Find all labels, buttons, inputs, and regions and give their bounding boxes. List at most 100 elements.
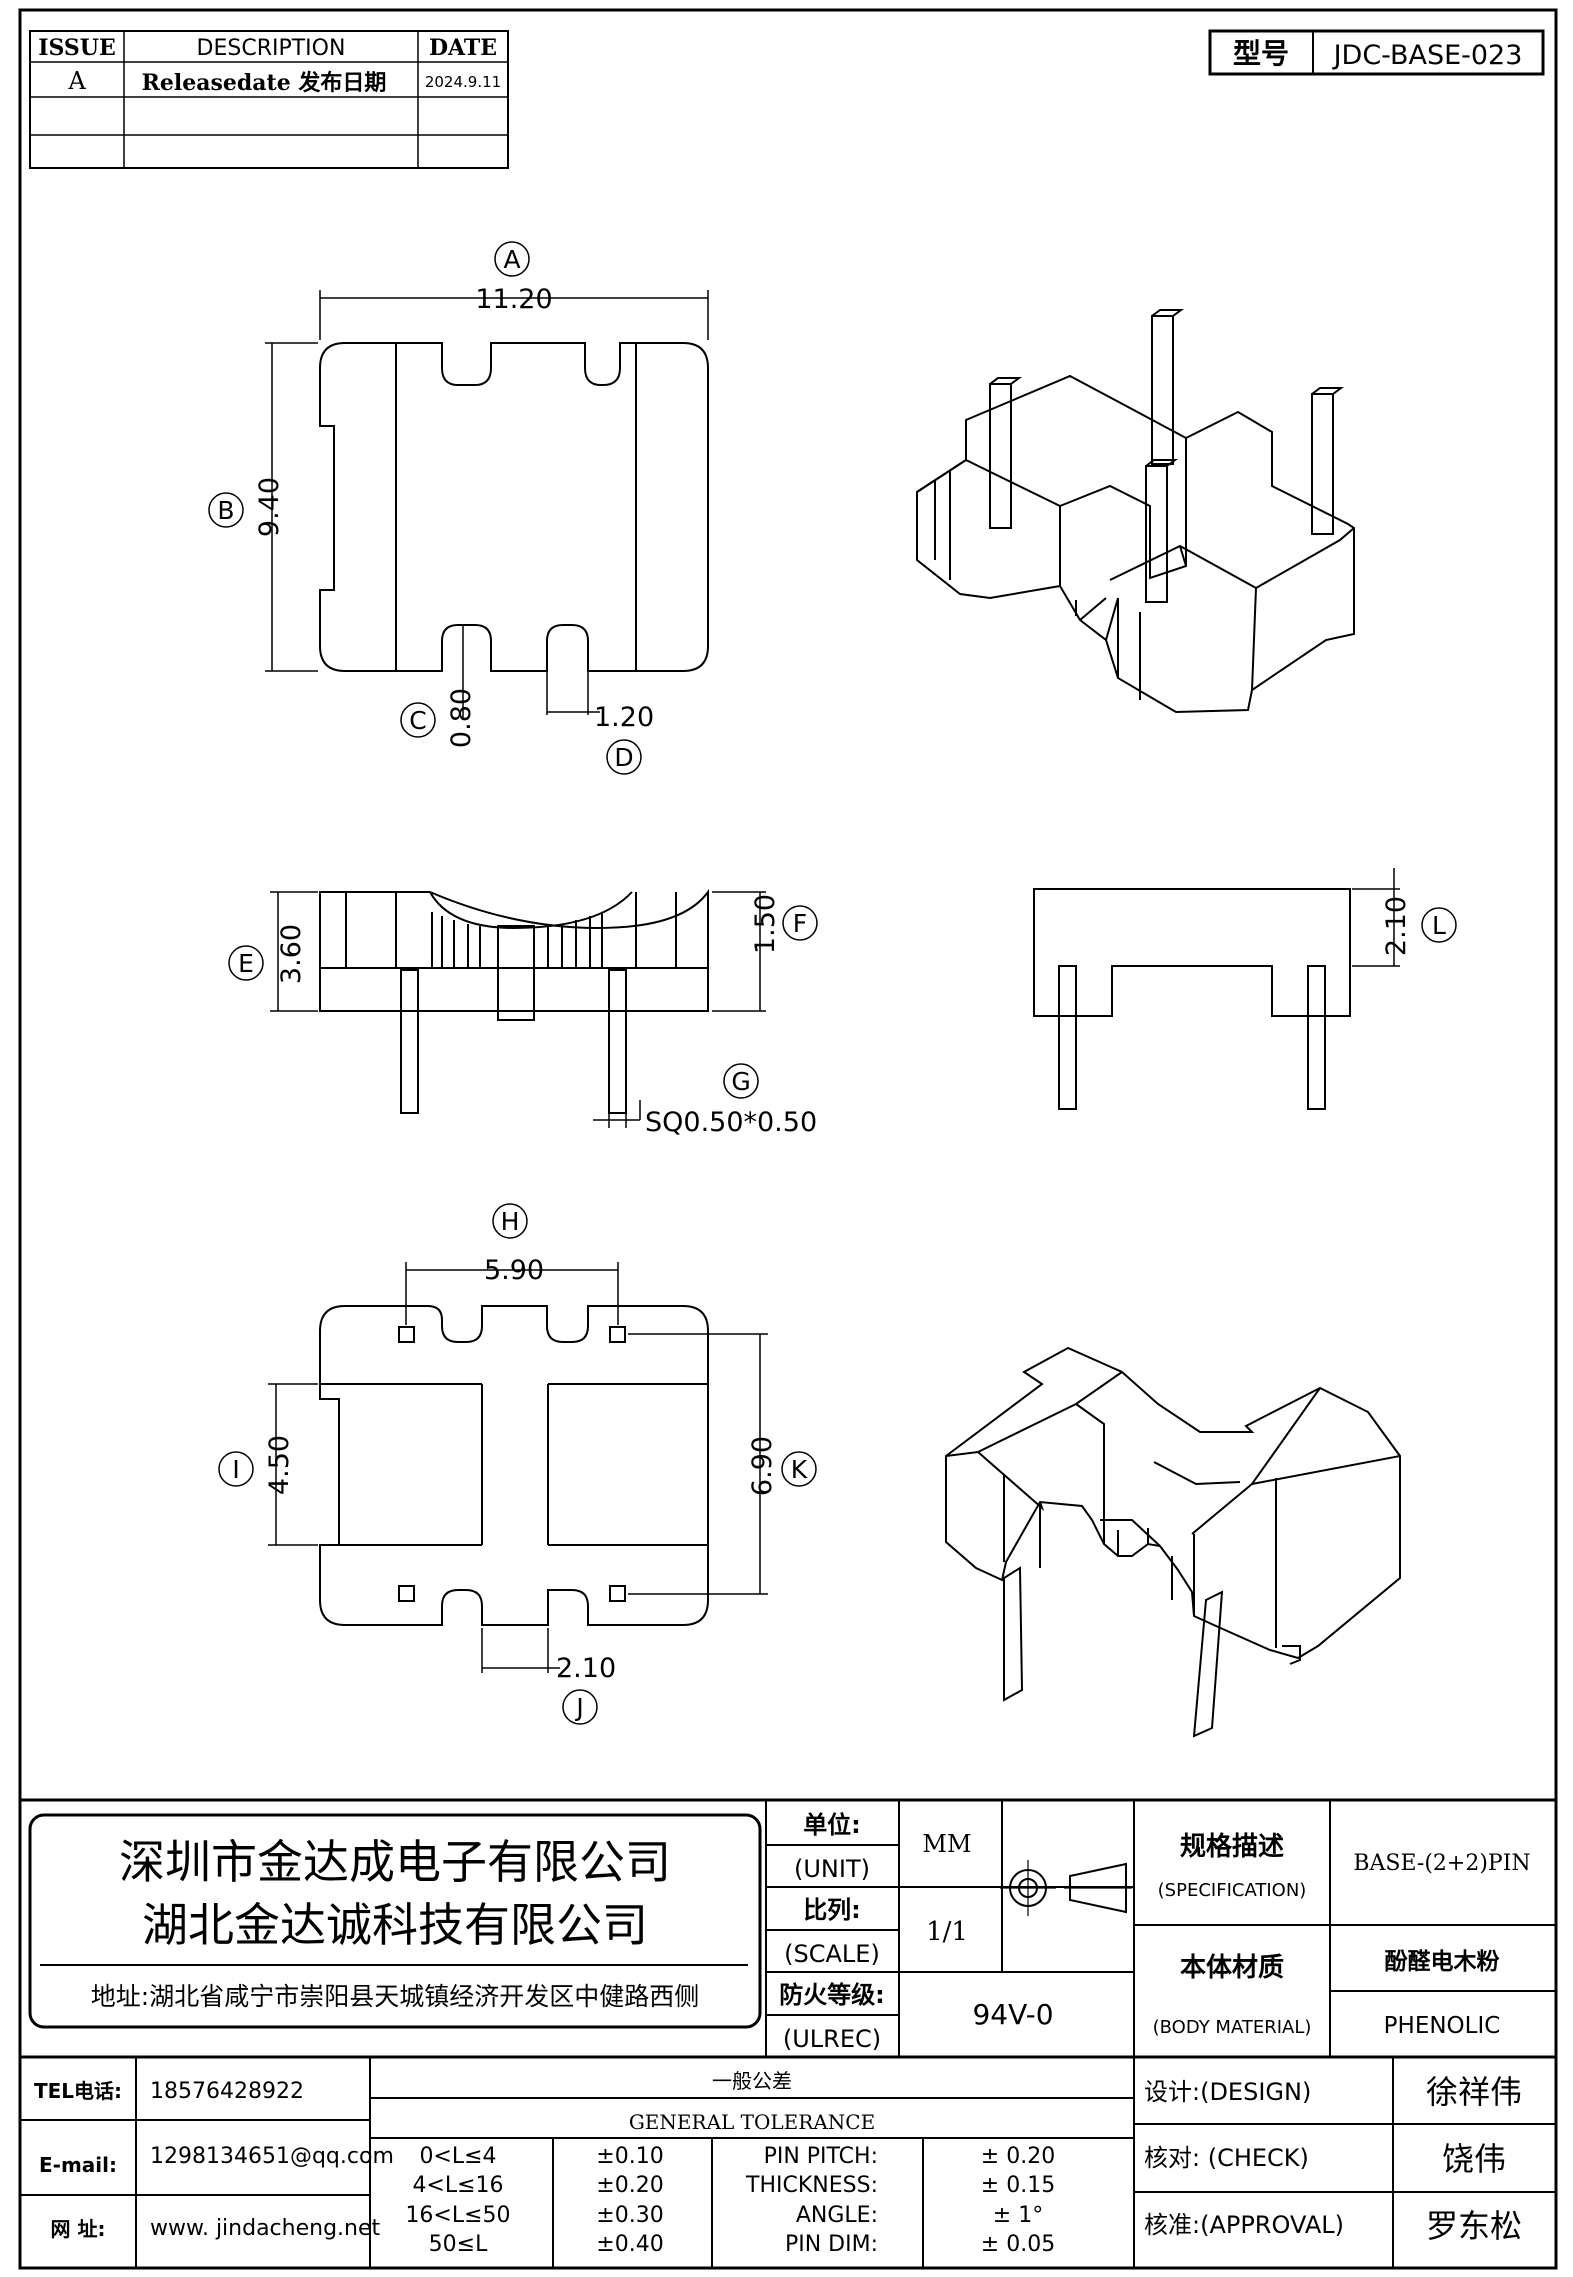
tolerance-range-value: ±0.30 bbox=[596, 2203, 663, 2228]
approval-value: 罗东松 bbox=[1426, 2207, 1522, 2245]
tolerance-spec-name: PIN PITCH: bbox=[764, 2144, 878, 2169]
company-address: 地址:湖北省咸宁市崇阳县天城镇经济开发区中健路西侧 bbox=[91, 1982, 699, 2011]
dim-k-value: 6.90 bbox=[747, 1436, 778, 1496]
tolerance-range-value: ±0.10 bbox=[596, 2144, 663, 2169]
spec-label-en: (SPECIFICATION) bbox=[1158, 1880, 1307, 1901]
rev-header-description: DESCRIPTION bbox=[197, 36, 346, 61]
front-view-dimensions bbox=[228, 891, 818, 1128]
dim-b-value: 9.40 bbox=[254, 477, 285, 537]
rev-header-issue: ISSUE bbox=[38, 35, 116, 61]
dim-a-value: 11.20 bbox=[475, 284, 552, 315]
tolerance-spec-value: ± 0.05 bbox=[981, 2232, 1055, 2257]
iso-view-bottom bbox=[945, 1346, 1401, 1738]
scale-value: 1/1 bbox=[926, 1917, 968, 1947]
dim-b-letter: B bbox=[217, 496, 234, 525]
company-name-hubei: 湖北金达诚科技有限公司 bbox=[142, 1898, 648, 1952]
pin-hole bbox=[398, 1326, 415, 1343]
dim-l-letter: L bbox=[1432, 911, 1446, 940]
scale-label: 比列: bbox=[803, 1896, 861, 1924]
tolerance-range-value: ±0.40 bbox=[596, 2232, 663, 2257]
side-view-dimensions bbox=[1352, 868, 1457, 967]
web-label: 网 址: bbox=[51, 2217, 106, 2241]
material-label: 本体材质 bbox=[1180, 1953, 1284, 1983]
company-name-shenzhen: 深圳市金达成电子有限公司 bbox=[119, 1835, 671, 1889]
dim-j-letter: J bbox=[574, 1693, 583, 1722]
spec-value: BASE-(2+2)PIN bbox=[1353, 1851, 1530, 1876]
material-label-en: (BODY MATERIAL) bbox=[1153, 2017, 1312, 2038]
tolerance-spec-name: THICKNESS: bbox=[745, 2173, 878, 2198]
tolerance-title-cn: 一般公差 bbox=[712, 2069, 792, 2093]
top-view-dimensions bbox=[208, 241, 709, 775]
tolerance-range: 4<L≤16 bbox=[412, 2173, 503, 2198]
design-value: 徐祥伟 bbox=[1426, 2073, 1522, 2111]
model-box: 型号 JDC-BASE-023 bbox=[1208, 29, 1545, 76]
fire-label: 防火等级: bbox=[779, 1981, 885, 2009]
tolerance-spec-name: PIN DIM: bbox=[785, 2232, 878, 2257]
rev-header-date: DATE bbox=[429, 35, 497, 61]
model-value: JDC-BASE-023 bbox=[1332, 40, 1523, 71]
side-view bbox=[1033, 888, 1351, 1110]
dim-c-value: 0.80 bbox=[446, 688, 477, 748]
check-value: 饶伟 bbox=[1442, 2140, 1506, 2178]
revision-table: ISSUE DESCRIPTION DATE A Releasedate 发布日… bbox=[29, 30, 509, 169]
bottom-view-dimensions bbox=[218, 1203, 817, 1725]
tolerance-range: 0<L≤4 bbox=[419, 2144, 496, 2169]
email-label: E-mail: bbox=[39, 2153, 117, 2177]
design-label: 设计:(DESIGN) bbox=[1144, 2078, 1311, 2106]
fire-label-en: (ULREC) bbox=[783, 2025, 881, 2053]
front-view bbox=[319, 888, 709, 1114]
rev-row-description: Releasedate 发布日期 bbox=[142, 70, 387, 96]
pin-hole bbox=[609, 1326, 626, 1343]
tolerance-range: 16<L≤50 bbox=[405, 2203, 510, 2228]
dim-i-value: 4.50 bbox=[264, 1435, 295, 1495]
unit-label-en: (UNIT) bbox=[794, 1855, 870, 1883]
tolerance-spec-value: ± 0.20 bbox=[981, 2144, 1055, 2169]
material-value-en: PHENOLIC bbox=[1384, 2013, 1501, 2039]
dim-j-value: 2.10 bbox=[556, 1653, 616, 1684]
dim-d-value: 1.20 bbox=[594, 702, 654, 733]
top-view bbox=[319, 342, 709, 672]
dim-g-letter: G bbox=[731, 1067, 750, 1096]
unit-label: 单位: bbox=[803, 1811, 861, 1839]
iso-view-top bbox=[916, 309, 1355, 714]
dim-g-value: SQ0.50*0.50 bbox=[645, 1107, 817, 1138]
dim-f-value: 1.50 bbox=[750, 894, 781, 954]
title-block bbox=[20, 1798, 1556, 2268]
sheet-border bbox=[18, 8, 1558, 2270]
dim-l-value: 2.10 bbox=[1381, 896, 1412, 956]
dim-e-letter: E bbox=[238, 949, 254, 978]
dim-f-letter: F bbox=[793, 909, 807, 938]
tolerance-range: 50≤L bbox=[429, 2232, 488, 2257]
dim-c-letter: C bbox=[409, 706, 426, 735]
bottom-view bbox=[319, 1305, 709, 1626]
unit-value: MM bbox=[922, 1830, 971, 1858]
rev-row-issue: A bbox=[67, 67, 86, 95]
approval-label: 核准:(APPROVAL) bbox=[1144, 2211, 1344, 2239]
pin-hole bbox=[398, 1585, 415, 1602]
dim-a-letter: A bbox=[503, 245, 520, 274]
email-value: 1298134651@qq.com bbox=[150, 2144, 394, 2169]
pin-hole bbox=[609, 1585, 626, 1602]
rev-row-date: 2024.9.11 bbox=[425, 73, 501, 91]
projection-symbol-icon bbox=[1000, 1860, 1132, 1916]
dim-i-letter: I bbox=[232, 1455, 239, 1484]
tolerance-title-en: GENERAL TOLERANCE bbox=[629, 2110, 875, 2134]
scale-label-en: (SCALE) bbox=[784, 1940, 880, 1968]
check-label: 核对: (CHECK) bbox=[1144, 2144, 1309, 2172]
material-value-cn: 酚醛电木粉 bbox=[1385, 1949, 1500, 1975]
spec-label: 规格描述 bbox=[1180, 1831, 1284, 1862]
tolerance-range-value: ±0.20 bbox=[596, 2173, 663, 2198]
fire-value: 94V-0 bbox=[972, 1998, 1053, 2031]
tolerance-spec-value: ± 0.15 bbox=[981, 2173, 1055, 2198]
dim-k-letter: K bbox=[791, 1455, 808, 1484]
tel-label: TEL电话: bbox=[34, 2079, 122, 2103]
dim-h-letter: H bbox=[501, 1207, 520, 1236]
dim-h-value: 5.90 bbox=[484, 1255, 544, 1286]
web-value: www. jindacheng.net bbox=[150, 2216, 381, 2241]
tolerance-spec-value: ± 1° bbox=[993, 2203, 1043, 2228]
tolerance-rows: 0<L≤4 ±0.10 4<L≤16 ±0.20 16<L≤50 ±0.30 50≤L ±0.… bbox=[405, 2144, 1055, 2257]
model-label: 型号 bbox=[1233, 37, 1289, 70]
dim-e-value: 3.60 bbox=[276, 924, 307, 984]
tel-value: 18576428922 bbox=[150, 2079, 304, 2104]
